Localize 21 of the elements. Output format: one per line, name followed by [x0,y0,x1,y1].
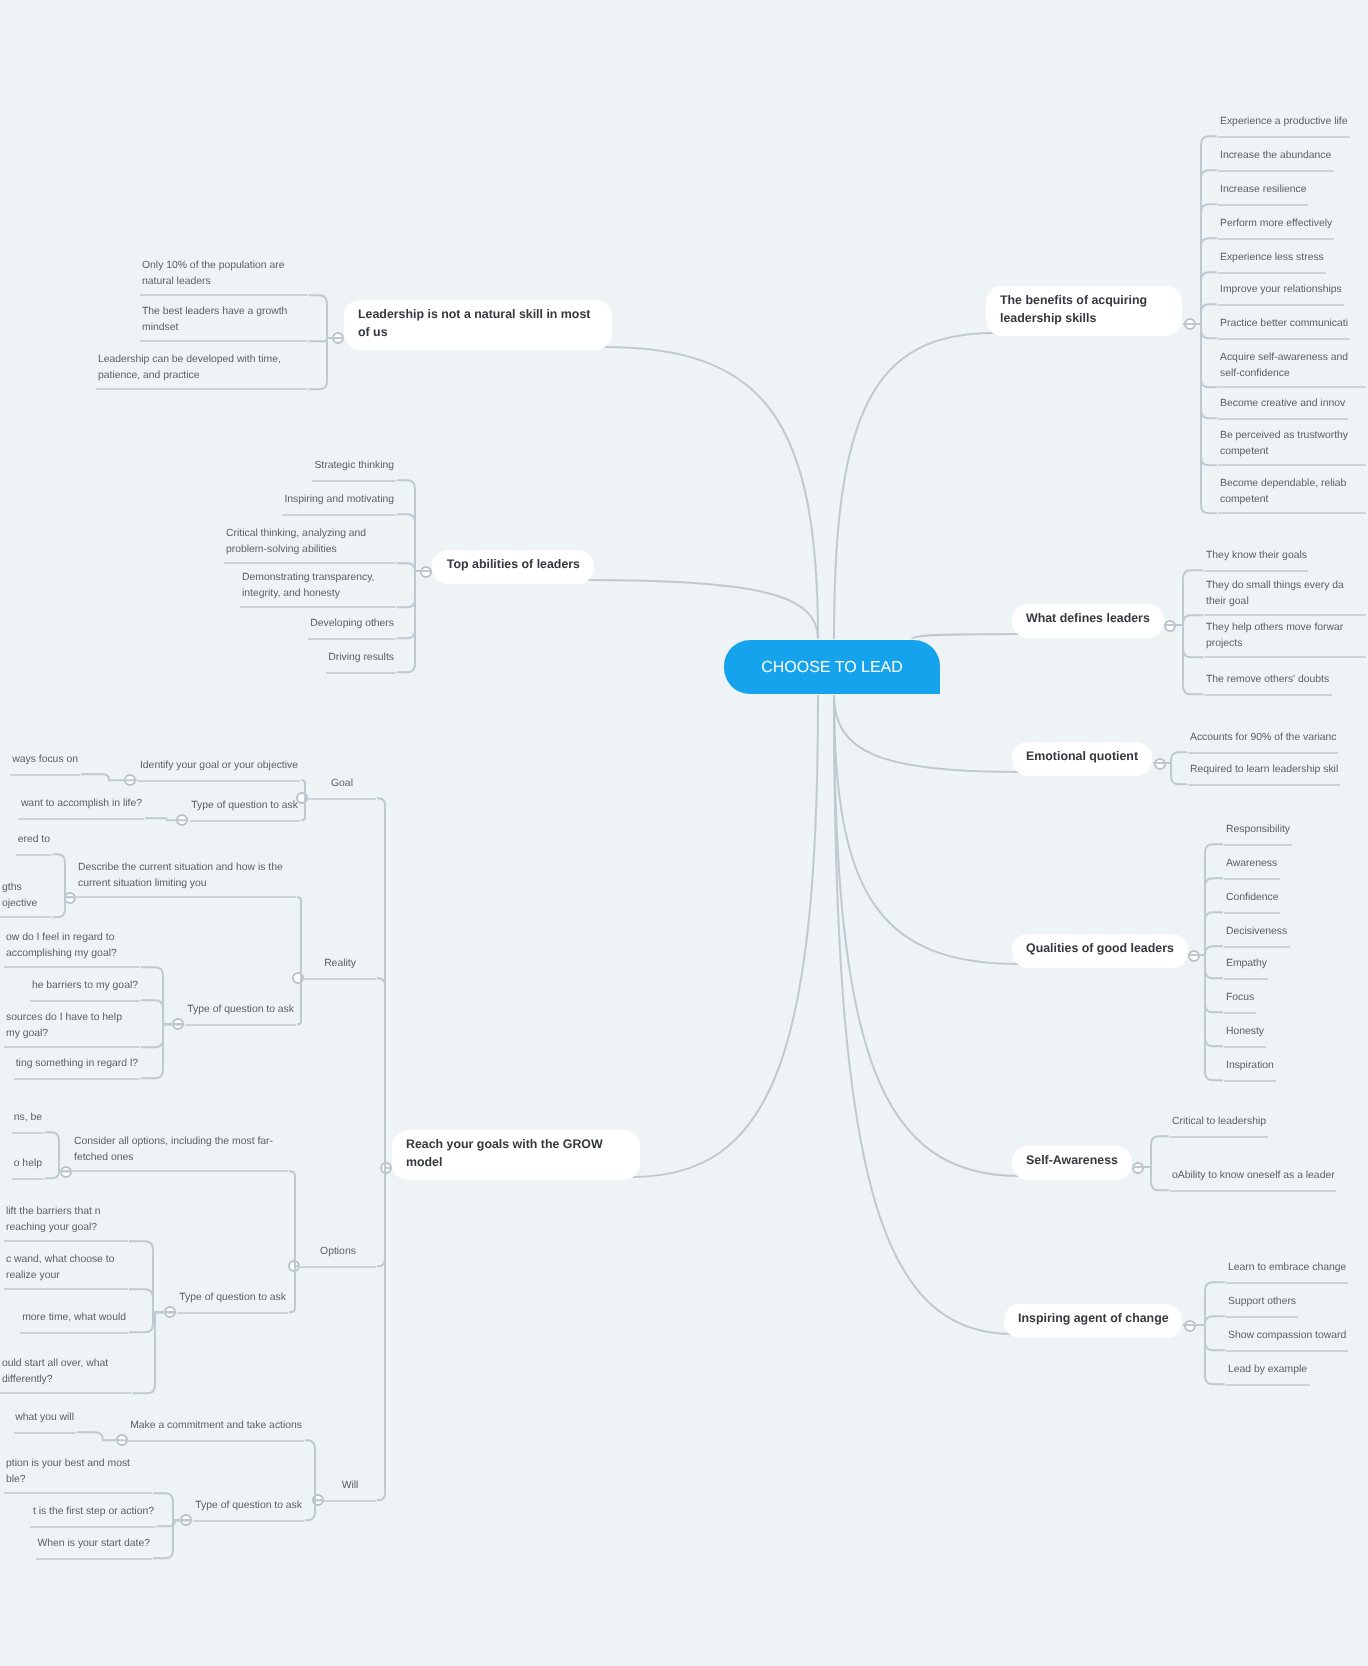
connector-line [296,896,304,980]
connector-line [44,1170,72,1180]
connector-line [911,633,1021,640]
connector-line [76,1431,129,1442]
connector-line [304,1499,324,1522]
connector-line [603,346,819,640]
connector-line [585,579,819,640]
connector-line [144,817,190,822]
central-topic-box: CHOOSE TO LEAD [724,640,940,694]
connector-line [132,1311,178,1395]
connector-line [296,977,304,1026]
connector-line [152,1519,194,1560]
connector-line [631,694,819,1178]
connector-line [52,896,76,919]
connector-line [80,773,138,782]
connector-line [288,1170,300,1268]
connector-line [300,797,308,822]
connector-line [140,1023,186,1080]
connector-line [300,779,308,800]
connector-line [288,1265,300,1314]
connector-line [833,332,995,640]
